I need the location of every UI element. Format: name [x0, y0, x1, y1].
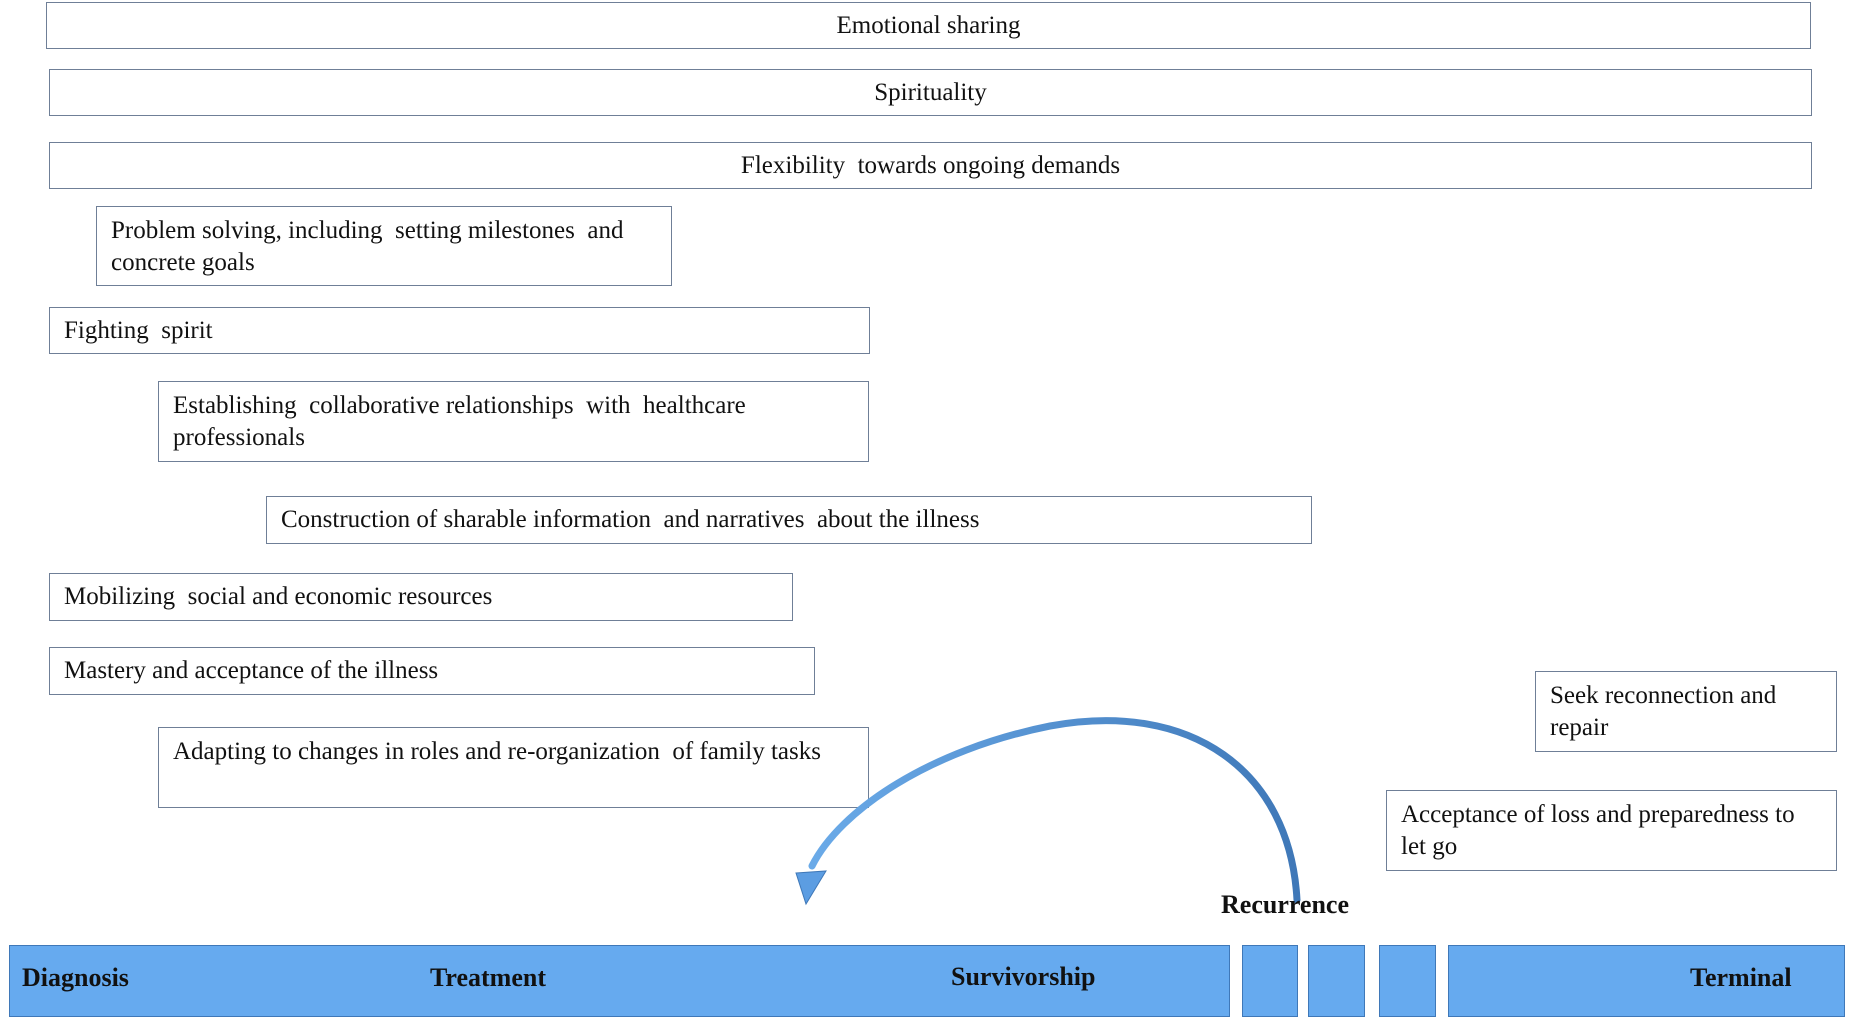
diagnosis-label: Diagnosis: [22, 963, 129, 992]
recurrence-segment-2: [1308, 945, 1365, 1017]
acceptance-of-loss-box: Acceptance of loss and preparedness to l…: [1386, 790, 1837, 871]
main-stage-bar: [9, 945, 1230, 1017]
problem-solving-label: Problem solving, including setting miles…: [111, 217, 630, 276]
adapting-roles-box: Adapting to changes in roles and re-orga…: [158, 727, 869, 808]
treatment-label: Treatment: [430, 963, 546, 992]
spirituality-label: Spirituality: [874, 78, 987, 106]
flexibility-box: Flexibility towards ongoing demands: [49, 142, 1812, 189]
recurrence-arrow-head: [795, 870, 827, 906]
seek-reconnection-label: Seek reconnection and repair: [1550, 682, 1777, 741]
mastery-acceptance-box: Mastery and acceptance of the illness: [49, 647, 815, 695]
recurrence-label: Recurrence: [1221, 890, 1350, 919]
flexibility-label: Flexibility towards ongoing demands: [740, 151, 1121, 179]
survivorship-label: Survivorship: [951, 962, 1096, 991]
mobilizing-resources-label: Mobilizing social and economic resources: [64, 583, 493, 610]
fighting-spirit-label: Fighting spirit: [64, 316, 213, 344]
problem-solving-box: Problem solving, including setting miles…: [96, 206, 672, 286]
emotional-sharing-label: Emotional sharing: [836, 11, 1021, 39]
emotional-sharing-box: Emotional sharing: [46, 2, 1811, 49]
recurrence-segment-1: [1242, 945, 1298, 1017]
mobilizing-resources-box: Mobilizing social and economic resources: [49, 573, 793, 621]
sharable-information-label: Construction of sharable information and…: [281, 506, 980, 533]
fighting-spirit-box: Fighting spirit: [49, 307, 870, 354]
acceptance-of-loss-label: Acceptance of loss and preparedness to l…: [1401, 801, 1795, 860]
collaborative-relationships-box: Establishing collaborative relationships…: [158, 381, 869, 462]
mastery-acceptance-label: Mastery and acceptance of the illness: [64, 657, 439, 684]
adapting-roles-label: Adapting to changes in roles and re-orga…: [173, 738, 821, 765]
collaborative-relationships-label: Establishing collaborative relationships…: [173, 392, 753, 451]
seek-reconnection-box: Seek reconnection and repair: [1535, 671, 1837, 752]
recurrence-arrow-curve: [808, 717, 1301, 904]
sharable-information-box: Construction of sharable information and…: [266, 496, 1312, 544]
spirituality-box: Spirituality: [49, 69, 1812, 116]
terminal-label: Terminal: [1690, 963, 1792, 992]
terminal-stage-bar: [1448, 945, 1845, 1017]
recurrence-segment-3: [1379, 945, 1436, 1017]
